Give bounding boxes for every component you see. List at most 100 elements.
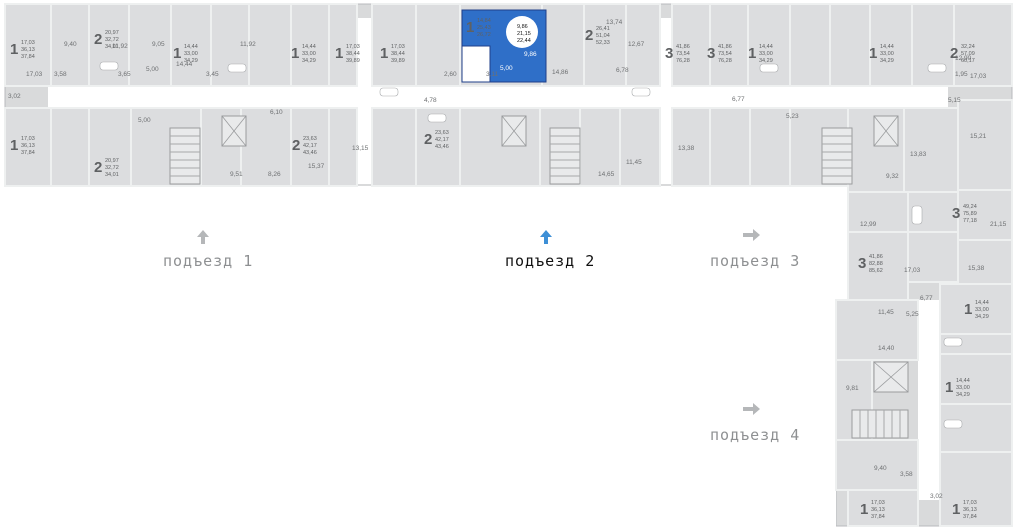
apartment-area: 17,03: [963, 500, 977, 506]
entrance-2-label[interactable]: подъезд 2: [505, 252, 595, 270]
selected-apartment-area-living: 9,86: [517, 24, 528, 30]
entrance-4-label[interactable]: подъезд 4: [710, 426, 800, 444]
apartment-area: 36,13: [21, 47, 35, 53]
apartment-rooms: 2: [94, 31, 102, 48]
apartment-area: 20,97: [105, 158, 119, 164]
entrance-2[interactable]: подъезд 2: [505, 230, 595, 270]
apartment-area: 17,03: [346, 44, 360, 50]
apartment-area: 32,72: [105, 37, 119, 43]
apartment-rooms: 1: [380, 45, 388, 62]
entrance-1-label[interactable]: подъезд 1: [163, 252, 253, 270]
dimension-label: 17,03: [970, 73, 987, 80]
dimension-label: 15,38: [968, 265, 985, 272]
entrance-3-label[interactable]: подъезд 3: [710, 252, 800, 270]
dimension-label: 3,02: [930, 493, 943, 500]
apartment-area: 34,29: [184, 58, 198, 64]
apartment-area: 76,28: [718, 58, 732, 64]
apartment-area: 14,44: [956, 378, 970, 384]
dimension-label: 9,51: [230, 171, 243, 178]
apartment-area: 82,88: [869, 261, 883, 267]
bath-fixtures: [99, 61, 963, 429]
apartment-rooms: 3: [665, 45, 673, 62]
apartment-area: 36,13: [21, 143, 35, 149]
elevator-2: [501, 115, 527, 147]
elevator-3: [873, 115, 899, 147]
dimension-label: 5,00: [138, 117, 151, 124]
elevator-1: [221, 115, 247, 147]
selected-apartment-area-total: 21,15: [517, 31, 531, 37]
dimension-label: 6,78: [616, 67, 629, 74]
apartment-area: 32,72: [105, 165, 119, 171]
apartment-area: 26,41: [596, 26, 610, 32]
apartment-rooms: 1: [291, 45, 299, 62]
elevator-4: [873, 361, 909, 393]
apartment-area: 33,00: [975, 307, 989, 313]
apartment-rooms: 2: [292, 137, 300, 154]
dimension-label: 21,15: [990, 221, 1007, 228]
corridor-main: [48, 86, 948, 108]
apartment-area: 77,18: [963, 218, 977, 224]
entrance-1[interactable]: подъезд 1: [163, 230, 253, 270]
selected-apartment[interactable]: 1 9,86 21,15 22,44 9,86 5,00 3,11 2,60: [444, 9, 547, 83]
apartment-area: 37,84: [21, 54, 35, 60]
entrance-3[interactable]: подъезд 3: [710, 229, 800, 270]
arrow-up-icon: [197, 230, 209, 244]
dimension-label: 3,58: [900, 471, 913, 478]
apartment-area: 14,44: [975, 300, 989, 306]
apartment-area: 85,62: [869, 268, 883, 274]
dimension-label: 11,45: [878, 309, 894, 316]
apartment-area: 36,13: [871, 507, 885, 513]
arrow-right-icon: [743, 403, 760, 415]
apartment-area: 41,86: [718, 44, 732, 50]
dimension-label: 12,67: [628, 41, 645, 48]
dimension-label: 11,45: [626, 159, 642, 166]
selected-hall-dim: 5,00: [500, 65, 513, 72]
dimension-label: 14,86: [552, 69, 569, 76]
apartment-area: 23,63: [303, 136, 317, 142]
dimension-label: 13,15: [352, 145, 369, 152]
apartment-area: 25,43: [477, 25, 491, 31]
dimension-label: 9,05: [152, 41, 165, 48]
dimension-label: 5,00: [146, 66, 159, 73]
arrow-right-icon: [743, 229, 760, 241]
apartment-area: 36,13: [963, 507, 977, 513]
entrance-4[interactable]: подъезд 4: [710, 403, 800, 444]
apartment-area: 34,01: [105, 44, 119, 50]
dimension-label: 11,92: [240, 41, 256, 48]
apartment-area: 39,89: [391, 58, 405, 64]
apartment-area: 14,44: [302, 44, 316, 50]
dimension-label: 9,40: [874, 465, 887, 472]
apartment-area: 39,89: [346, 58, 360, 64]
apartment-area: 37,84: [21, 150, 35, 156]
apartment-area: 14,44: [184, 44, 198, 50]
stairwell-2: [549, 127, 581, 185]
apartment-area: 33,00: [956, 385, 970, 391]
dimension-label: 13,38: [678, 145, 695, 152]
apartment-area: 38,44: [391, 51, 405, 57]
apartment-area: 73,54: [676, 51, 690, 57]
